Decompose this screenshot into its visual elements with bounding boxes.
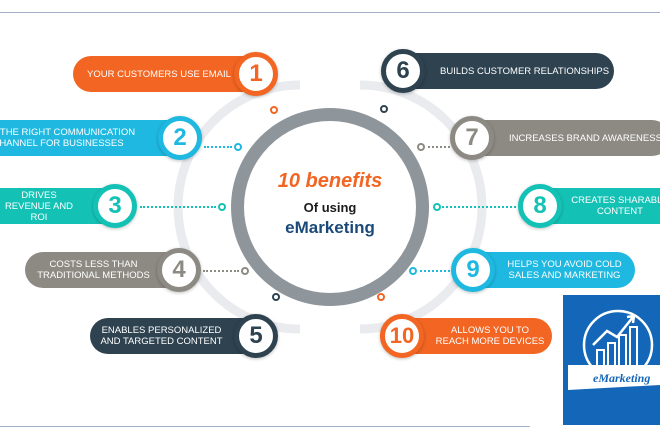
bottom-border-line bbox=[0, 426, 530, 427]
dotted-connector bbox=[204, 146, 232, 148]
dotted-connector bbox=[203, 270, 239, 272]
connector-dot bbox=[272, 293, 280, 301]
benefit-label: BUILDS CUSTOMER RELATIONSHIPS bbox=[440, 65, 610, 77]
benefit-label: ENABLES PERSONALIZED AND TARGETED CONTEN… bbox=[100, 325, 223, 347]
connector-dot bbox=[218, 203, 226, 211]
benefit-label: COSTS LESS THAN TRADITIONAL METHODS bbox=[37, 259, 150, 281]
benefit-label: YOUR CUSTOMERS USE EMAIL bbox=[87, 68, 231, 80]
connector-dot bbox=[417, 143, 425, 151]
benefit-label: CREATES SHARABLE CONTENT bbox=[571, 195, 660, 217]
dotted-connector bbox=[420, 270, 450, 272]
emarketing-logo: eMarketing bbox=[563, 295, 660, 425]
connector-dot bbox=[377, 293, 385, 301]
number-badge: 7 bbox=[450, 116, 494, 160]
logo-label: eMarketing bbox=[593, 371, 651, 385]
dotted-connector bbox=[140, 206, 216, 208]
growth-chart-icon bbox=[568, 309, 660, 390]
dotted-connector bbox=[442, 206, 516, 208]
benefit-label: IT'S THE RIGHT COMMUNICATION CHANNEL FOR… bbox=[0, 127, 136, 149]
center-title: 10 benefits bbox=[277, 170, 383, 192]
number-badge: 3 bbox=[93, 184, 137, 228]
number-badge: 2 bbox=[158, 116, 202, 160]
benefit-pill: BUILDS CUSTOMER RELATIONSHIPS bbox=[390, 53, 614, 89]
center-brand: eMarketing bbox=[285, 218, 375, 237]
number-badge: 4 bbox=[157, 248, 201, 292]
number-badge: 6 bbox=[381, 49, 425, 93]
benefit-label: DRIVES REVENUE AND ROI bbox=[4, 189, 74, 223]
benefit-label: HELPS YOU AVOID COLD SALES AND MARKETING bbox=[507, 259, 622, 281]
connector-dot bbox=[270, 106, 278, 114]
center-subtitle: Of using bbox=[303, 200, 357, 215]
number-badge: 9 bbox=[451, 248, 495, 292]
connector-dot bbox=[409, 267, 417, 275]
dotted-connector bbox=[428, 146, 450, 148]
top-border-line bbox=[0, 12, 660, 13]
connector-dot bbox=[234, 143, 242, 151]
connector-dot bbox=[241, 267, 249, 275]
number-badge: 8 bbox=[518, 184, 562, 228]
number-badge: 10 bbox=[380, 314, 424, 358]
connector-dot bbox=[433, 203, 441, 211]
number-badge: 1 bbox=[234, 52, 278, 96]
number-badge: 5 bbox=[234, 314, 278, 358]
connector-dot bbox=[380, 105, 388, 113]
benefit-label: ALLOWS YOU TO REACH MORE DEVICES bbox=[435, 325, 545, 347]
benefit-label: INCREASES BRAND AWARENESS bbox=[509, 132, 660, 144]
